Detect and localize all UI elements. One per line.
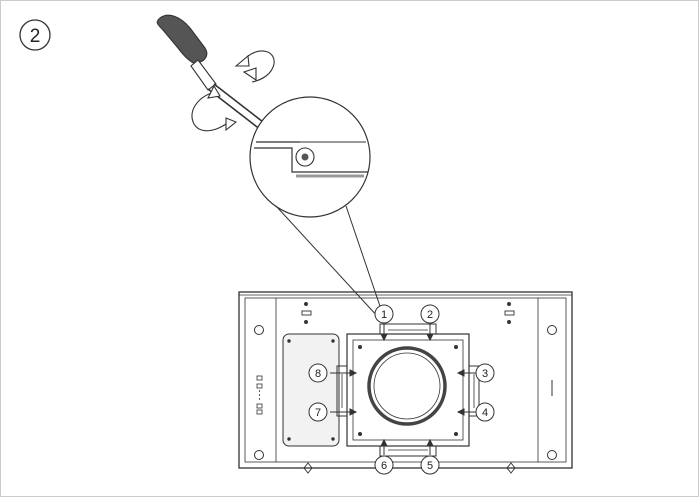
duct-opening	[367, 346, 447, 426]
magnifier-detail	[249, 96, 385, 319]
mounting-point-8: 8	[308, 363, 328, 383]
rotate-clockwise-arrow-icon	[191, 84, 238, 132]
left-marking	[256, 375, 263, 415]
svg-text:1: 1	[381, 309, 387, 321]
step-number-badge: 2	[19, 19, 51, 51]
mounting-point-3: 3	[475, 363, 495, 383]
svg-text:3: 3	[482, 368, 488, 380]
service-panel	[282, 333, 340, 447]
mounting-point-7: 7	[308, 402, 328, 422]
bottom-markers	[303, 462, 516, 474]
svg-text:6: 6	[381, 460, 387, 472]
corner-screws	[254, 325, 557, 460]
rotate-counterclockwise-arrow-icon	[234, 50, 275, 83]
mounting-point-5: 5	[420, 455, 440, 475]
svg-text:2: 2	[427, 309, 433, 321]
mounting-point-6: 6	[374, 455, 394, 475]
svg-text:4: 4	[482, 407, 488, 419]
callout-arrows	[330, 324, 476, 455]
mounting-point-2: 2	[420, 304, 440, 324]
mounting-point-4: 4	[475, 402, 495, 422]
mounting-point-1: 1	[374, 304, 394, 324]
unit-bottom-view	[238, 291, 573, 474]
svg-text:7: 7	[315, 407, 321, 419]
step-number: 2	[30, 26, 41, 47]
top-hooks	[301, 302, 515, 324]
svg-text:8: 8	[315, 368, 321, 380]
svg-text:5: 5	[427, 460, 433, 472]
